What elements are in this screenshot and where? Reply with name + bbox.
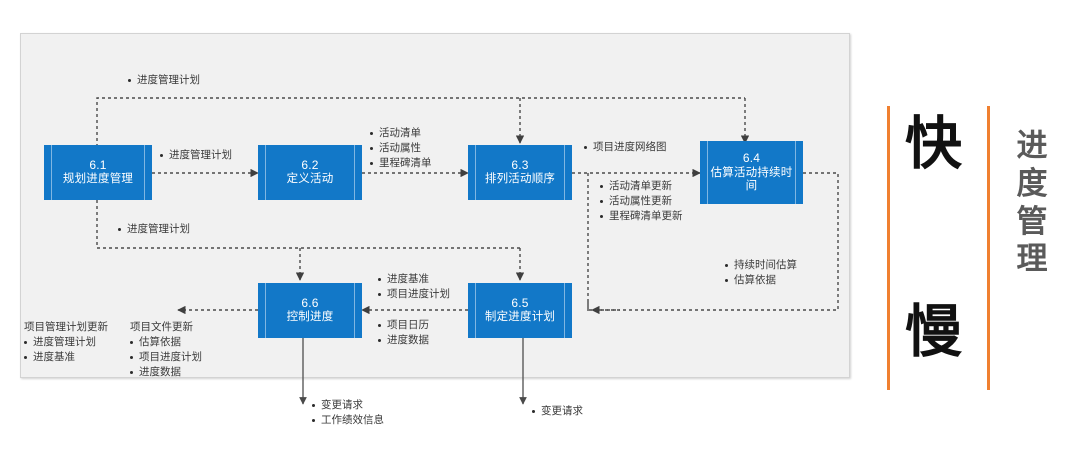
process-name: 控制进度 [286, 311, 334, 324]
annotation-item: 项目日历 [378, 318, 429, 333]
process-name: 制定进度计划 [484, 311, 556, 324]
accent-rule-left [887, 106, 890, 390]
process-number: 6.1 [89, 158, 107, 173]
annotation-item: 里程碑清单更新 [600, 209, 683, 224]
annotation-pm-plan-updates: 项目管理计划更新 进度管理计划 进度基准 [24, 320, 108, 365]
link-mid-loop-trunk [96, 200, 520, 249]
annotation-item: 持续时间估算 [725, 258, 797, 273]
process-number: 6.4 [742, 151, 761, 166]
annotation-item: 项目进度计划 [378, 287, 450, 302]
annotation-63-updates: 活动清单更新 活动属性更新 里程碑清单更新 [600, 179, 683, 224]
link-top-loop-trunk [96, 97, 745, 147]
process-box-6-4[interactable]: 6.4 估算活动持续时间 [700, 141, 803, 204]
process-box-6-2[interactable]: 6.2 定义活动 [258, 145, 362, 200]
process-name: 估算活动持续时间 [710, 166, 793, 193]
annotation-item: 项目进度计划 [130, 350, 202, 365]
annotation-63-64: 项目进度网络图 [584, 140, 667, 155]
annotation-item: 估算依据 [725, 273, 797, 288]
process-name: 定义活动 [286, 173, 334, 186]
annotation-item: 进度数据 [130, 365, 202, 380]
annotation-item: 估算依据 [130, 335, 202, 350]
vertical-title: 进度管理 [1016, 128, 1048, 278]
annotation-item: 进度数据 [378, 333, 429, 348]
annotation-item: 变更请求 [312, 398, 384, 413]
annotation-mid-loop: 进度管理计划 [118, 222, 190, 237]
link-63-updates [587, 173, 620, 311]
annotation-item: 进度管理计划 [128, 73, 200, 88]
process-number: 6.3 [511, 158, 529, 173]
annotation-item: 进度基准 [24, 350, 108, 365]
process-name: 规划进度管理 [62, 173, 134, 186]
annotation-62-63: 活动清单 活动属性 里程碑清单 [370, 126, 432, 171]
annotation-item: 活动属性 [370, 141, 432, 156]
annotation-65-66-upper: 进度基准 项目进度计划 [378, 272, 450, 302]
process-box-6-3[interactable]: 6.3 排列活动顺序 [468, 145, 572, 200]
annotation-item: 活动属性更新 [600, 194, 683, 209]
process-name: 排列活动顺序 [484, 173, 556, 186]
process-box-6-5[interactable]: 6.5 制定进度计划 [468, 283, 572, 338]
process-box-6-6[interactable]: 6.6 控制进度 [258, 283, 362, 338]
annotation-top-loop: 进度管理计划 [128, 73, 200, 88]
diagram-panel [20, 33, 850, 378]
annotation-item: 工作绩效信息 [312, 413, 384, 428]
annotation-item: 进度基准 [378, 272, 450, 287]
hero-char-top: 快 [905, 111, 962, 177]
link-64-to-65 [591, 172, 839, 315]
annotation-66-outputs: 变更请求 工作绩效信息 [312, 398, 384, 428]
annotation-item: 项目进度网络图 [584, 140, 667, 155]
annotation-item: 活动清单 [370, 126, 432, 141]
process-number: 6.2 [301, 158, 319, 173]
annotation-61-62: 进度管理计划 [160, 148, 232, 163]
annotation-item: 进度管理计划 [118, 222, 190, 237]
annotation-item: 进度管理计划 [160, 148, 232, 163]
annotation-item: 里程碑清单 [370, 156, 432, 171]
annotation-project-doc-updates: 项目文件更新 估算依据 项目进度计划 进度数据 [130, 320, 202, 380]
process-box-6-1[interactable]: 6.1 规划进度管理 [44, 145, 152, 200]
annotation-64-outputs: 持续时间估算 估算依据 [725, 258, 797, 288]
hero-char-bottom: 慢 [905, 299, 962, 365]
accent-rule-right [987, 106, 990, 390]
annotation-65-66-lower: 项目日历 进度数据 [378, 318, 429, 348]
annotation-item: 变更请求 [532, 404, 583, 419]
process-number: 6.6 [301, 296, 319, 311]
process-number: 6.5 [511, 296, 529, 311]
annotation-header: 项目管理计划更新 [24, 321, 108, 333]
annotation-item: 活动清单更新 [600, 179, 683, 194]
annotation-header: 项目文件更新 [130, 321, 193, 333]
annotation-65-outputs: 变更请求 [532, 404, 583, 419]
annotation-item: 进度管理计划 [24, 335, 108, 350]
